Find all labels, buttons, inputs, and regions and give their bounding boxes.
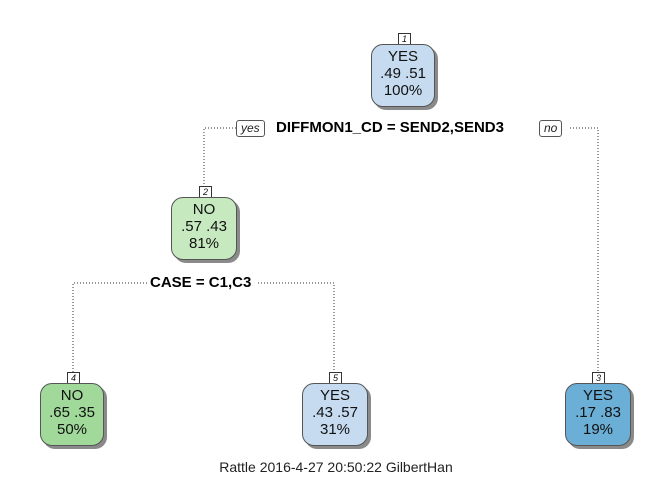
node-2-probs: .57 .43 bbox=[181, 218, 227, 235]
branch-no-label: no bbox=[539, 120, 563, 137]
node-1-pct: 100% bbox=[383, 82, 423, 99]
node-1-probs: .49 .51 bbox=[380, 65, 426, 82]
node-4-pct: 50% bbox=[56, 421, 88, 438]
node-5-pct: 31% bbox=[319, 421, 351, 438]
node-number-2: 2 bbox=[199, 186, 212, 199]
node-3-class: YES bbox=[582, 387, 613, 404]
node-2: NO .57 .43 81% bbox=[171, 197, 237, 260]
node-5-probs: .43 .57 bbox=[312, 404, 358, 421]
branch-yes-label: yes bbox=[236, 120, 265, 137]
node-4-class: NO bbox=[60, 387, 84, 404]
root-split-rule: DIFFMON1_CD = SEND2,SEND3 bbox=[273, 119, 507, 136]
node-number-5: 5 bbox=[329, 372, 342, 385]
edge-node2-left bbox=[72, 282, 150, 372]
node-1-class: YES bbox=[387, 48, 418, 65]
node-2-class: NO bbox=[192, 201, 216, 218]
node-3-pct: 19% bbox=[582, 421, 614, 438]
node-5: YES .43 .57 31% bbox=[302, 383, 368, 446]
edge-root-right bbox=[570, 127, 599, 372]
node-4-probs: .65 .35 bbox=[49, 404, 95, 421]
node-2-pct: 81% bbox=[188, 235, 220, 252]
node-1: YES .49 .51 100% bbox=[371, 44, 435, 107]
node-3-probs: .17 .83 bbox=[575, 404, 621, 421]
node-5-class: YES bbox=[319, 387, 350, 404]
node-4: NO .65 .35 50% bbox=[40, 383, 104, 446]
edge-node2-right bbox=[258, 282, 335, 372]
node2-split-rule: CASE = C1,C3 bbox=[147, 274, 255, 291]
node-3: YES .17 .83 19% bbox=[565, 383, 631, 446]
edge-root-left bbox=[203, 127, 238, 190]
footer-caption: Rattle 2016-4-27 20:50:22 GilbertHan bbox=[219, 459, 453, 475]
